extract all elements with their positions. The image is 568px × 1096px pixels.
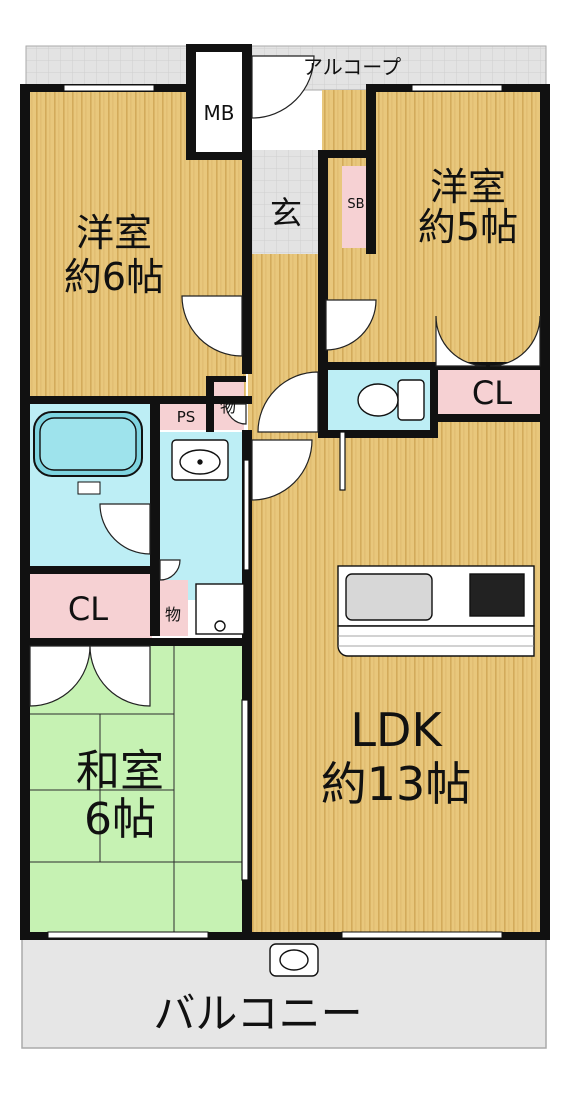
pipe-space (160, 402, 210, 430)
japanese-room-name: 和室 (76, 746, 164, 797)
entrance-floor (248, 150, 320, 254)
meter-box (192, 46, 246, 158)
japanese-room-size: 6帖 (84, 794, 156, 845)
sliding-doors (241, 431, 346, 881)
closet-right (436, 368, 544, 418)
balcony-drain (269, 943, 319, 977)
doors (29, 55, 541, 707)
alcove-label: アルコープ (303, 55, 401, 79)
western-room-right-name: 洋室 (430, 165, 506, 209)
western-room-left-size: 約6帖 (64, 255, 164, 299)
closet-left (28, 572, 152, 644)
walls (20, 44, 550, 940)
ldk-size: 約13帖 (321, 757, 472, 811)
ldk-floor (248, 420, 544, 938)
storage-top-label: 物 (220, 397, 236, 416)
bathtub (33, 411, 143, 495)
washing-machine-pan (195, 583, 245, 635)
western-room-left-name: 洋室 (76, 211, 152, 255)
kitchen-counter (337, 565, 535, 657)
closet-right-label: CL (472, 374, 512, 412)
toilet (357, 379, 425, 421)
storage-bottom-label: 物 (165, 605, 181, 624)
ldk-name: LDK (350, 703, 443, 757)
tatami-lines (28, 644, 242, 936)
shoe-box (342, 166, 370, 248)
storage-bottom (158, 580, 188, 636)
pipe-space-label: PS (177, 408, 196, 426)
shoe-box-label: SB (347, 197, 364, 212)
meter-box-label: MB (204, 101, 235, 125)
windows (47, 84, 503, 939)
washbasin (171, 439, 229, 481)
balcony-label: バルコニー (153, 989, 362, 1038)
entrance-label: 玄 (270, 194, 302, 232)
closet-left-label: CL (68, 590, 108, 628)
western-room-right-size: 約5帖 (418, 205, 518, 249)
